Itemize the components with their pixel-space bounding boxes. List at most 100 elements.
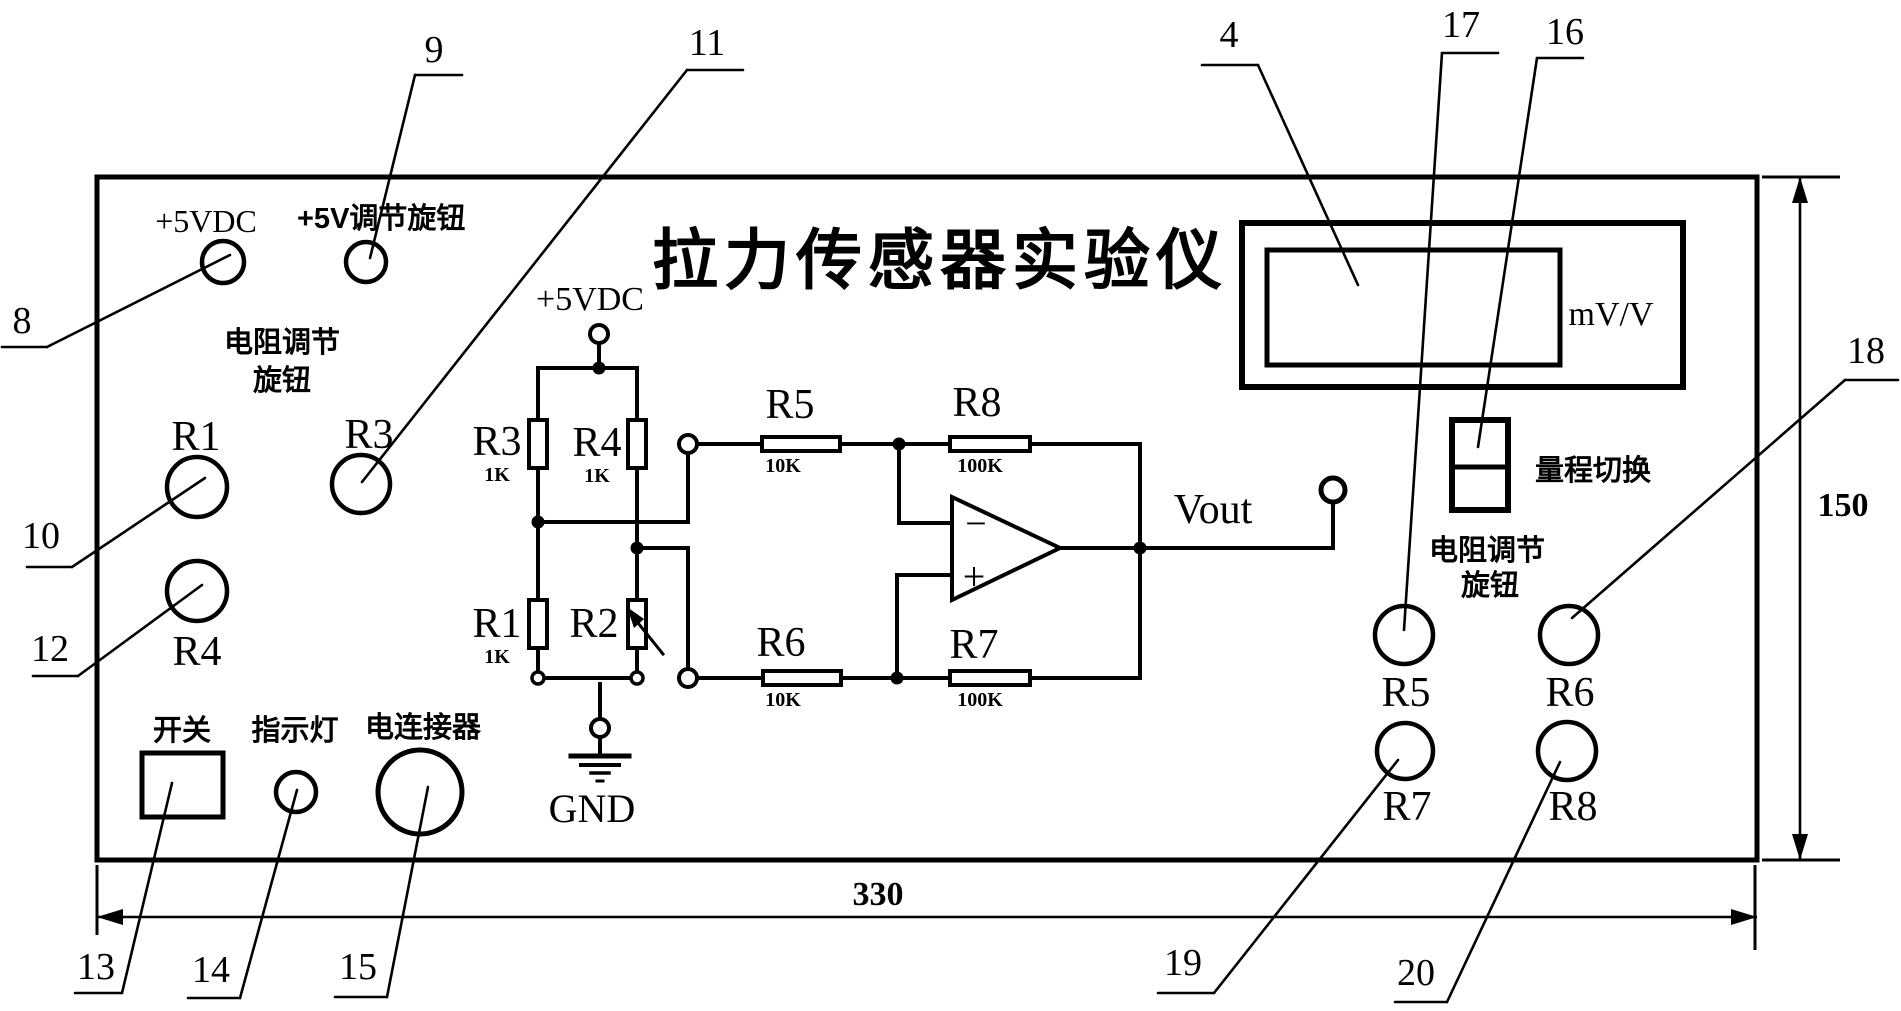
opamp-minus-input: − <box>965 503 986 545</box>
display-screen <box>1264 247 1563 368</box>
resistor-r6 <box>761 669 843 687</box>
resistor-r5-value: 10K <box>765 455 801 477</box>
right-knob-group-label-line2: 旋钮 <box>1461 569 1519 602</box>
vout-terminal <box>1318 475 1348 505</box>
knob-r4 <box>164 558 230 624</box>
figure-title: 拉力传感器实验仪 <box>652 225 1228 298</box>
dimension-width-value: 330 <box>853 876 904 913</box>
knob-r5 <box>1372 603 1436 667</box>
svg-text:4: 4 <box>1220 14 1239 56</box>
supply-label: +5VDC <box>536 281 644 318</box>
minus-input-node <box>892 437 906 451</box>
switch-label: 开关 <box>153 714 211 747</box>
callout-14: 14 <box>186 788 299 1000</box>
callout-20: 20 <box>1393 760 1562 1004</box>
callout-12: 12 <box>31 583 204 678</box>
right-knob-group-label-line1: 电阻调节 <box>1429 534 1545 567</box>
svg-text:19: 19 <box>1164 942 1202 984</box>
resistor-r1-label: R1 <box>472 601 521 647</box>
output-wires <box>1058 500 1335 550</box>
knob-r1 <box>164 454 230 520</box>
knob-r7 <box>1374 720 1436 782</box>
indicator-light <box>273 769 319 815</box>
bridge-right-node <box>630 541 644 555</box>
opamp-triangle <box>950 493 1065 604</box>
knob-r7-label: R7 <box>1382 784 1431 830</box>
knob-r5-label: R5 <box>1381 670 1430 716</box>
resistor-r7-label: R7 <box>949 622 998 668</box>
svg-text:20: 20 <box>1397 952 1435 994</box>
knob-r8 <box>1535 719 1599 783</box>
range-switch <box>1449 417 1511 513</box>
plus-input-node <box>890 671 904 685</box>
adjust-knob-label: +5V调节旋钮 <box>297 202 465 235</box>
bridge-wires <box>536 341 690 680</box>
r5-input-terminal <box>677 433 699 455</box>
resistor-r4 <box>626 418 648 470</box>
bridge-left-node <box>531 515 545 529</box>
supply-junction <box>592 361 606 375</box>
callout-8: 8 <box>0 253 232 349</box>
supply-terminal <box>588 323 610 345</box>
svg-text:16: 16 <box>1546 11 1584 53</box>
svg-text:15: 15 <box>339 946 377 988</box>
callout-18: 18 <box>1570 330 1900 620</box>
knob-r6-label: R6 <box>1545 670 1594 716</box>
output-node <box>1133 541 1147 555</box>
ground-symbol <box>568 682 632 783</box>
resistor-r4-label: R4 <box>572 420 621 466</box>
callout-16: 16 <box>1476 11 1585 449</box>
callout-19: 19 <box>1156 758 1400 995</box>
knob-r1-label: R1 <box>171 414 220 460</box>
knob-r6 <box>1537 603 1601 667</box>
svg-text:13: 13 <box>77 946 115 988</box>
resistor-r6-value: 10K <box>765 689 801 711</box>
svg-text:11: 11 <box>689 22 726 64</box>
r6-input-terminal <box>677 667 699 689</box>
resistor-r1-value: 1K <box>484 646 510 668</box>
resistor-r1 <box>527 598 549 650</box>
gnd-label: GND <box>549 786 636 831</box>
knob-r4-label: R4 <box>172 629 221 675</box>
callout-17: 17 <box>1402 4 1500 632</box>
display-unit-label: mV/V <box>1569 296 1654 333</box>
resistor-r3-value: 1K <box>484 464 510 486</box>
resistor-r3 <box>527 418 549 470</box>
resistor-r4-value: 1K <box>584 465 610 487</box>
callout-15: 15 <box>333 785 430 999</box>
vout-label: Vout <box>1174 487 1253 533</box>
svg-text:14: 14 <box>192 949 230 991</box>
power-switch <box>139 750 226 820</box>
svg-text:18: 18 <box>1847 330 1885 372</box>
resistor-r5-label: R5 <box>765 382 814 428</box>
resistor-r3-label: R3 <box>472 419 521 465</box>
bridge-bottom-left-node <box>530 670 546 686</box>
resistor-r8-value: 100K <box>957 455 1003 477</box>
callout-13: 13 <box>73 781 174 995</box>
svg-text:9: 9 <box>425 29 444 71</box>
svg-text:17: 17 <box>1442 4 1480 46</box>
left-knob-group-label-line1: 电阻调节 <box>224 326 340 359</box>
callout-10: 10 <box>22 476 207 569</box>
dimension-height <box>1762 175 1840 862</box>
dimension-width <box>95 865 1757 950</box>
svg-text:10: 10 <box>22 515 60 557</box>
resistor-r8-label: R8 <box>952 380 1001 426</box>
svg-text:12: 12 <box>31 628 69 670</box>
range-switch-label: 量程切换 <box>1535 454 1652 487</box>
power-terminal-label: +5VDC <box>155 203 257 239</box>
resistor-r2-label: R2 <box>569 601 618 647</box>
opamp-plus-input: + <box>963 554 986 599</box>
callout-11: 11 <box>360 22 745 484</box>
resistor-r6-label: R6 <box>756 620 805 666</box>
bridge-bottom-right-node <box>629 670 645 686</box>
left-knob-group-label-line2: 旋钮 <box>253 364 311 397</box>
dimension-height-value: 150 <box>1818 487 1869 524</box>
resistor-r5 <box>760 435 842 453</box>
callout-4: 4 <box>1200 14 1360 287</box>
resistor-r2-arrow <box>627 607 666 657</box>
connector-label: 电连接器 <box>365 711 482 744</box>
svg-text:8: 8 <box>13 300 32 342</box>
